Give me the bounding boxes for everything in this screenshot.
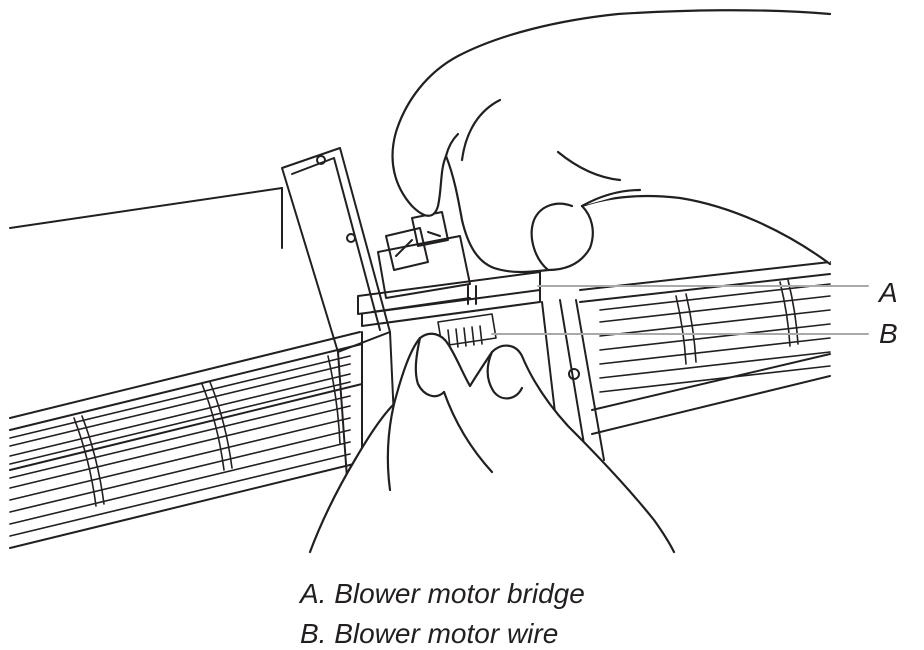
blower-motor-illustration [9,9,869,554]
blower-wheel-left [9,355,351,537]
blower-assembly-left [9,331,363,549]
blower-motor-bridge [357,211,541,327]
callout-label-b: B [879,318,898,349]
lower-hand [308,332,676,554]
legend-item-b: B. Blower motor wire [300,618,559,649]
legend: A. Blower motor bridge B. Blower motor w… [300,574,585,650]
upper-housing-panel [9,187,283,249]
legend-item-a: A. Blower motor bridge [300,578,585,609]
leader-lines [491,285,869,335]
upper-hand [391,9,832,274]
blower-wheel-right [599,279,831,393]
callout-label-a: A [879,277,898,308]
